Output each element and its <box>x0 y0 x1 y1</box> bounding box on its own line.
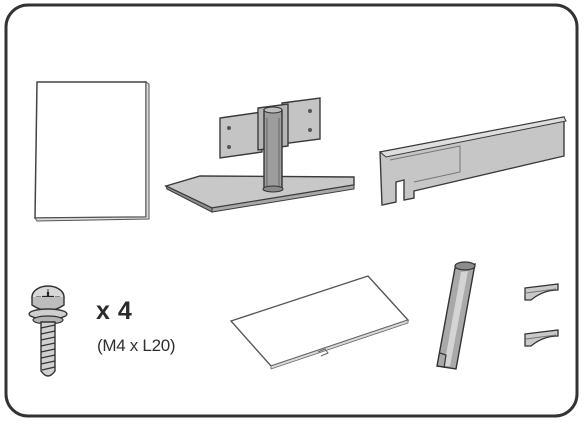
screw-icon <box>28 285 68 377</box>
bracket-cover-icon <box>378 116 567 206</box>
cable-pipe-icon <box>436 261 476 370</box>
card-icon <box>229 275 410 370</box>
manual-icon <box>34 81 150 222</box>
screw-quantity-label: x 4 <box>96 297 133 325</box>
screw-size-label: (M4 x L20) <box>97 336 176 355</box>
clip-icon <box>524 283 559 301</box>
clip-icon <box>524 329 559 347</box>
stand-icon <box>164 97 355 213</box>
